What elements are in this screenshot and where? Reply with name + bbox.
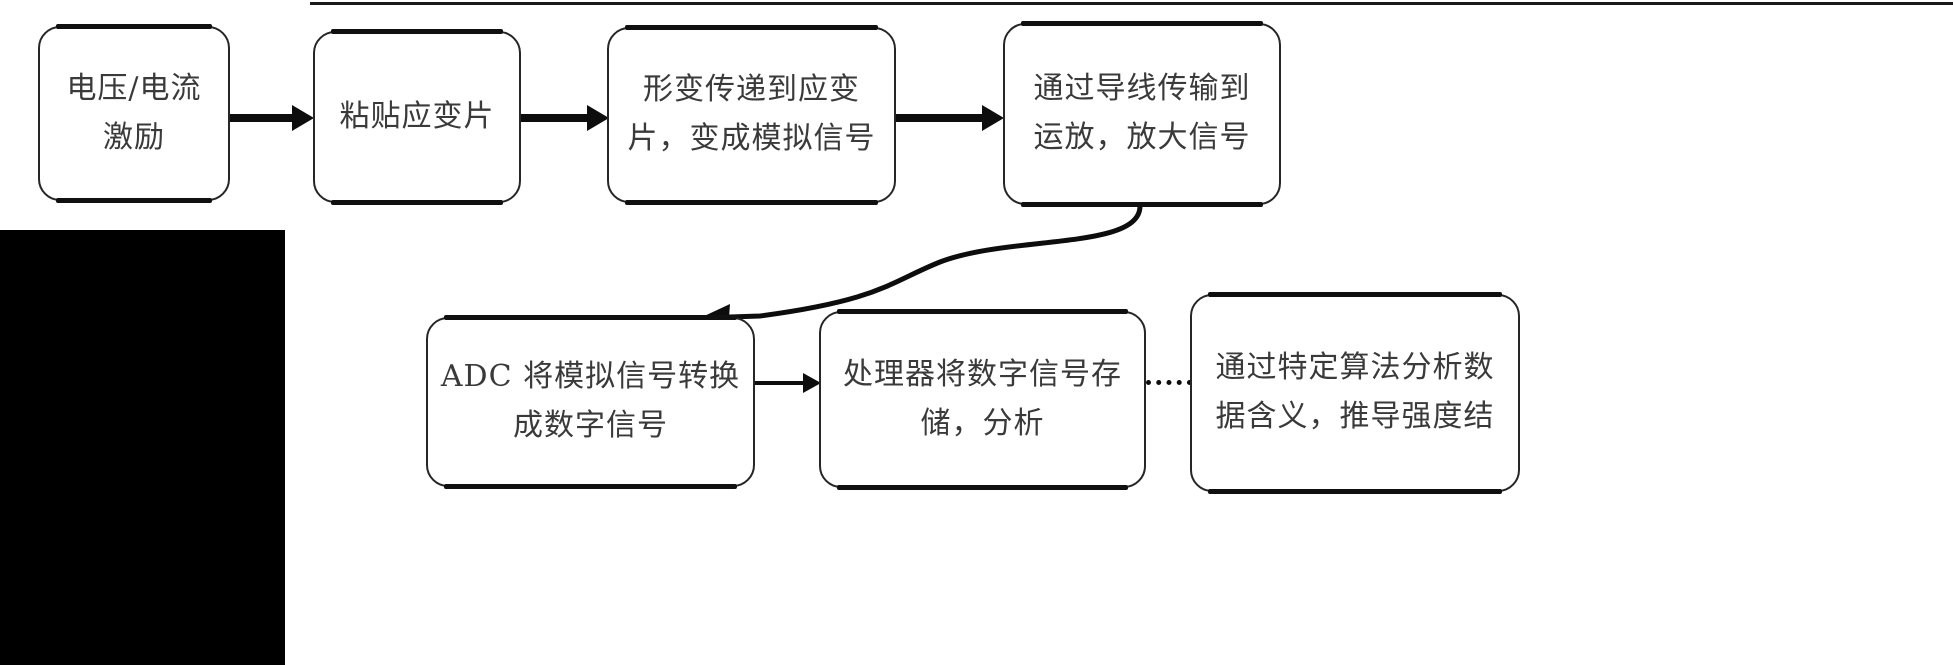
node-algorithm-analysis[interactable]: 通过特定算法分析数 据含义，推导强度结 bbox=[1190, 292, 1520, 494]
node-processor-line-2: 储，分析 bbox=[920, 405, 1045, 441]
node-excitation-line-2: 激励 bbox=[103, 119, 165, 155]
node-paste-strain-gauge[interactable]: 粘贴应变片 bbox=[313, 29, 521, 205]
arrow-shaft bbox=[521, 114, 587, 122]
curved-arrow-path bbox=[697, 203, 1143, 321]
node-adc-convert[interactable]: ADC 将模拟信号转换 成数字信号 bbox=[426, 315, 755, 489]
node-wire-line-1: 通过导线传输到 bbox=[1033, 71, 1251, 107]
node-processor-store-analyze[interactable]: 处理器将数字信号存 储，分析 bbox=[819, 309, 1146, 490]
node-processor-line-1: 处理器将数字信号存 bbox=[843, 356, 1122, 392]
node-wire-line-2: 运放，放大信号 bbox=[1033, 120, 1251, 155]
node-adc-line-1: ADC 将模拟信号转换 bbox=[440, 359, 741, 395]
arrow-shaft bbox=[755, 381, 803, 385]
top-horizontal-rule bbox=[310, 2, 1953, 5]
node-excitation-line-1: 电压/电流 bbox=[66, 70, 202, 106]
node-deformation-line-2: 片，变成模拟信号 bbox=[627, 121, 876, 156]
arrow-shaft bbox=[896, 114, 982, 122]
node-algorithm-line-2: 据含义，推导强度结 bbox=[1215, 399, 1495, 434]
node-excitation[interactable]: 电压/电流 激励 bbox=[38, 24, 230, 203]
node-paste-strain-gauge-line-1: 粘贴应变片 bbox=[339, 98, 495, 134]
node-algorithm-line-1: 通过特定算法分析数 bbox=[1215, 350, 1495, 386]
arrow-head bbox=[292, 105, 314, 131]
arrow-head bbox=[982, 105, 1004, 131]
node-adc-line-2: 成数字信号 bbox=[513, 408, 668, 443]
node-deformation-line-1: 形变传递到应变 bbox=[643, 72, 860, 108]
arrow-head bbox=[587, 105, 609, 131]
black-rectangle-artifact bbox=[0, 230, 285, 665]
arrow-shaft-dotted bbox=[1146, 380, 1192, 385]
node-deformation-to-analog[interactable]: 形变传递到应变 片，变成模拟信号 bbox=[607, 25, 896, 205]
node-wire-to-opamp[interactable]: 通过导线传输到 运放，放大信号 bbox=[1003, 21, 1281, 207]
arrow-shaft bbox=[230, 114, 292, 122]
arrow-head bbox=[803, 373, 821, 393]
